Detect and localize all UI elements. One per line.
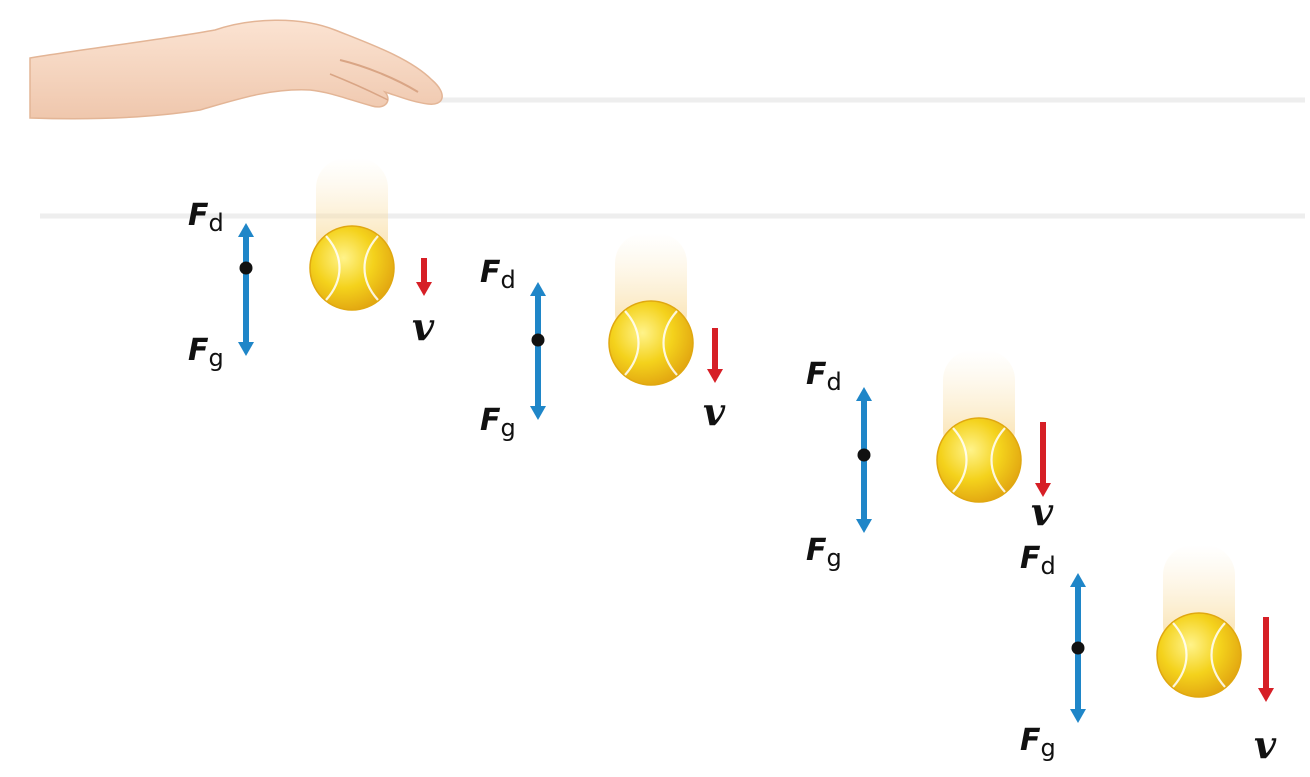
gravity-force-label: Fg	[188, 333, 224, 372]
drag-force-arrow	[530, 282, 546, 340]
force-point	[857, 448, 871, 462]
hand-icon	[29, 19, 443, 120]
force-point	[1071, 641, 1085, 655]
gravity-force-label: Fg	[1020, 723, 1056, 762]
velocity-label: v	[1031, 489, 1054, 534]
velocity-label: v	[412, 304, 435, 349]
gravity-force-label: Fg	[480, 403, 516, 442]
velocity-arrow	[1035, 422, 1051, 497]
velocity-arrow	[416, 258, 432, 296]
drag-force-arrow	[856, 387, 872, 455]
drag-force-arrow	[238, 223, 254, 268]
frame-3	[936, 350, 1022, 503]
gravity-force-arrow	[238, 268, 254, 356]
velocity-arrow	[1258, 617, 1274, 702]
velocity-label: v	[703, 389, 726, 434]
frame-1	[309, 158, 395, 311]
drag-force-arrow	[1070, 573, 1086, 648]
frame-2	[608, 233, 694, 386]
velocity-label: v	[1254, 722, 1277, 767]
frame-4	[1156, 545, 1242, 698]
drag-force-label: Fd	[188, 198, 224, 237]
gravity-force-arrow	[530, 340, 546, 420]
drag-force-label: Fd	[806, 357, 842, 396]
drag-force-label: Fd	[480, 255, 516, 294]
force-point	[239, 261, 253, 275]
force-point	[531, 333, 545, 347]
velocity-arrow	[707, 328, 723, 383]
tennis-ball-icon	[936, 417, 1022, 503]
drag-force-label: Fd	[1020, 541, 1056, 580]
tennis-ball-icon	[608, 300, 694, 386]
tennis-ball-icon	[1156, 612, 1242, 698]
gravity-force-arrow	[1070, 648, 1086, 723]
gravity-force-arrow	[856, 455, 872, 533]
tennis-ball-icon	[309, 225, 395, 311]
gravity-force-label: Fg	[806, 533, 842, 572]
